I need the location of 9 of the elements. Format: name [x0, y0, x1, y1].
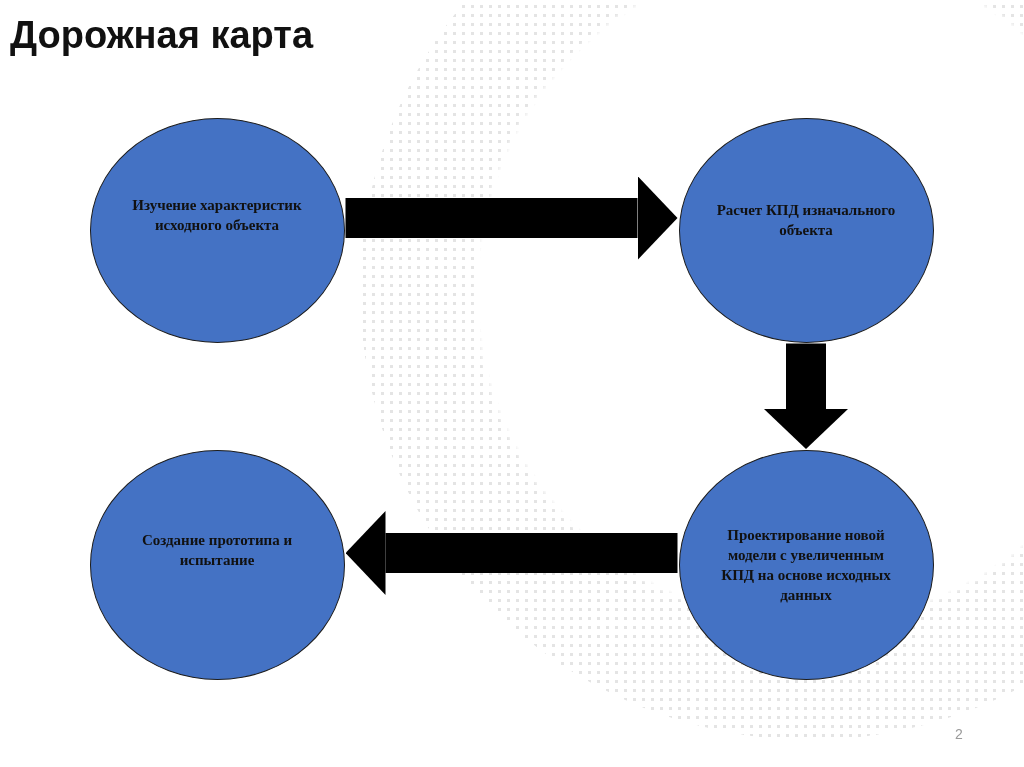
node-text: Изучение характеристик исходного объекта [131, 195, 303, 235]
block-arrow [345, 176, 678, 260]
block-arrow [764, 343, 848, 449]
node-text: Расчет КПД изначального объекта [715, 200, 897, 240]
page-number: 2 [955, 726, 963, 742]
slide-title: Дорожная карта [10, 14, 314, 57]
block-arrow [345, 511, 678, 595]
node-text: Проектирование новой модели с увеличенным КПД на основе исходных данных [720, 525, 892, 606]
node-text: Создание прототипа и испытание [140, 530, 294, 570]
